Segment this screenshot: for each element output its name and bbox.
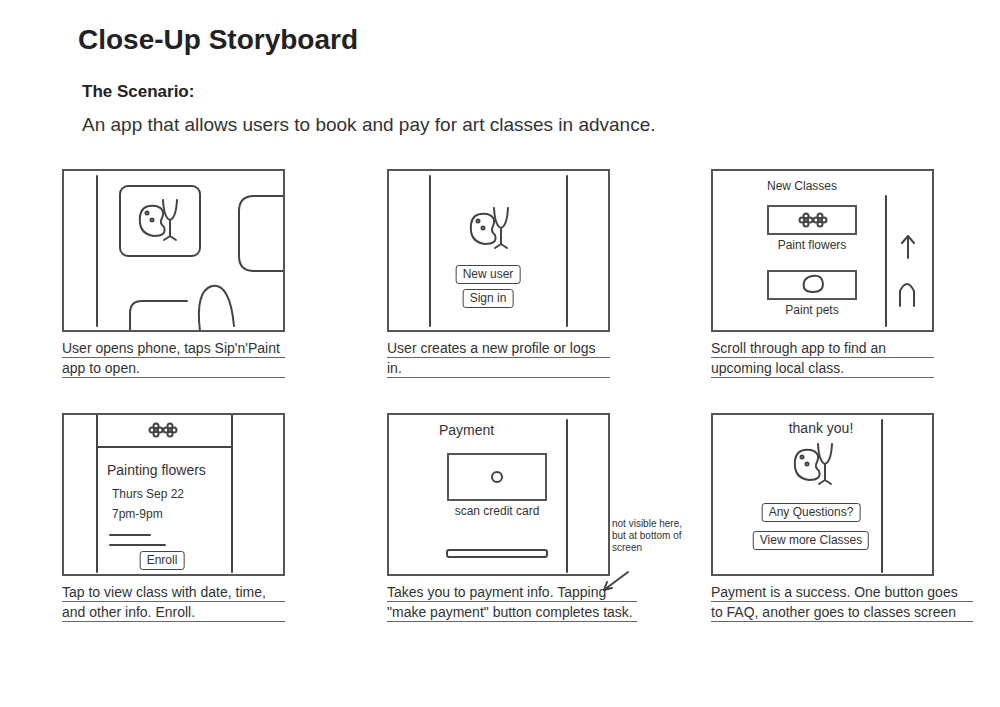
screen-card: Paint pets <box>767 270 857 317</box>
payment-screen-sketch <box>447 420 628 590</box>
panel-caption: Tap to view class with date, time, and o… <box>62 582 285 622</box>
button-label: View more Classes <box>760 533 862 548</box>
button-label: Any Questions? <box>769 505 854 520</box>
panel-caption: Payment is a success. One button goes to… <box>711 582 973 622</box>
scenario-text: An app that allows users to book and pay… <box>82 114 656 136</box>
card-image <box>767 270 857 300</box>
panel-caption: Takes you to payment info. Tapping "make… <box>387 582 637 622</box>
screen-text: 7pm-9pm <box>112 507 163 522</box>
card-label: Paint pets <box>767 303 857 317</box>
login-screen-sketch <box>430 176 567 326</box>
card-image <box>767 205 857 235</box>
screen-button: Enroll <box>140 551 185 570</box>
panel-frame <box>711 413 934 576</box>
panel-caption: Scroll through app to find an upcoming l… <box>711 338 934 378</box>
phone-scene <box>97 176 284 331</box>
panel-frame <box>62 169 285 332</box>
card-label: Paint flowers <box>767 238 857 252</box>
screen-text: New Classes <box>767 179 837 194</box>
screen-card: Paint flowers <box>767 205 857 252</box>
panel-caption: User creates a new profile or logs in. <box>387 338 610 378</box>
section-heading: The Scenario: <box>82 82 194 102</box>
button-label: Enroll <box>147 553 178 568</box>
page-title: Close-Up Storyboard <box>78 24 358 56</box>
screen-button: Sign in <box>463 289 514 308</box>
annotation-note: not visible here, but at bottom of scree… <box>612 518 694 554</box>
button-label: Sign in <box>470 291 507 306</box>
screen-text: thank you! <box>789 419 854 437</box>
screen-card: scan credit card <box>447 453 547 518</box>
button-label: New user <box>463 267 514 282</box>
panel-frame <box>387 413 610 576</box>
screen-button: View more Classes <box>753 531 869 550</box>
screen-text: Painting flowers <box>107 461 206 479</box>
screen-button: New user <box>456 265 521 284</box>
class-detail-sketch <box>97 414 232 572</box>
panel-caption: User opens phone, taps Sip'n'Paint app t… <box>62 338 285 378</box>
card-image <box>447 453 547 501</box>
screen-button: Any Questions? <box>762 503 861 522</box>
screen-text: Thurs Sep 22 <box>112 487 184 502</box>
screen-text: Payment <box>439 421 494 439</box>
card-label: scan credit card <box>447 504 547 518</box>
